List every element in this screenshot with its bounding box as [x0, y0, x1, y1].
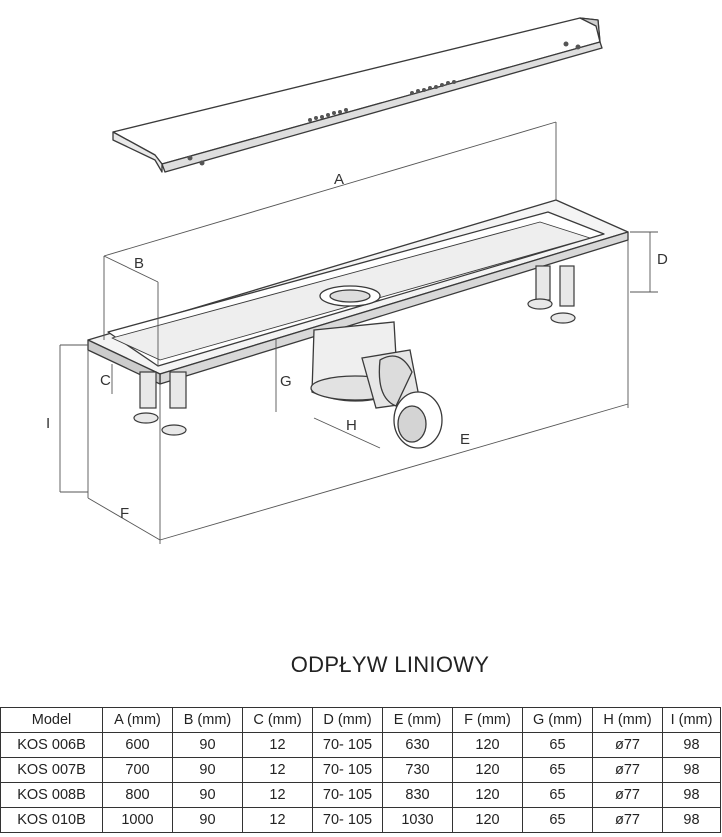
table-cell: 800 [102, 782, 173, 808]
table-cell: ø77 [592, 807, 663, 833]
table-cell: KOS 006B [0, 732, 103, 758]
table-cell: 730 [382, 757, 453, 783]
table-cell: 700 [102, 757, 173, 783]
table-cell: KOS 008B [0, 782, 103, 808]
table-cell: 90 [172, 732, 243, 758]
table-cell: 98 [662, 732, 721, 758]
technical-drawing: A B C D E F G H I [46, 17, 668, 544]
table-cell: 90 [172, 782, 243, 808]
table-cell: 98 [662, 782, 721, 808]
drain-outlet [310, 285, 443, 449]
table-cell: 1000 [102, 807, 173, 833]
table-cell: 98 [662, 757, 721, 783]
header-cell: G (mm) [522, 707, 593, 733]
table-cell: KOS 010B [0, 807, 103, 833]
header-cell: C (mm) [242, 707, 313, 733]
specification-table: Model A (mm) B (mm) C (mm) D (mm) E (mm)… [0, 707, 721, 833]
header-cell: F (mm) [452, 707, 523, 733]
table-cell: 12 [242, 757, 313, 783]
dim-label-g: G [280, 373, 292, 390]
table-cell: 120 [452, 807, 523, 833]
table-cell: 70- 105 [312, 732, 383, 758]
page-title: ODPŁYW LINIOWY [290, 652, 490, 677]
dimension-lines [59, 121, 658, 544]
dim-label-i: I [46, 415, 50, 432]
table-cell: 65 [522, 782, 593, 808]
table-cell: 90 [172, 807, 243, 833]
table-cell: 1030 [382, 807, 453, 833]
header-cell: E (mm) [382, 707, 453, 733]
table-cell: 630 [382, 732, 453, 758]
table-cell: 120 [452, 782, 523, 808]
table-cell: 120 [452, 757, 523, 783]
header-cell: A (mm) [102, 707, 173, 733]
table-row: KOS 008B 800 90 12 70- 105 830 120 65 ø7… [0, 782, 721, 808]
table-cell: 65 [522, 732, 593, 758]
table-cell: 70- 105 [312, 782, 383, 808]
table-row: KOS 010B 1000 90 12 70- 105 1030 120 65 … [0, 807, 721, 833]
header-cell: B (mm) [172, 707, 243, 733]
table-header-row: Model A (mm) B (mm) C (mm) D (mm) E (mm)… [0, 707, 721, 733]
table-cell: KOS 007B [0, 757, 103, 783]
dim-label-d: D [657, 251, 668, 268]
adjustable-feet [133, 265, 576, 436]
dim-label-c: C [100, 372, 111, 389]
dim-label-a: A [334, 171, 344, 188]
table-cell: 12 [242, 732, 313, 758]
table-cell: ø77 [592, 757, 663, 783]
table-cell: 70- 105 [312, 757, 383, 783]
table-cell: 600 [102, 732, 173, 758]
table-cell: 90 [172, 757, 243, 783]
table-cell: 65 [522, 807, 593, 833]
grate-holes [187, 41, 581, 166]
table-row: KOS 007B 700 90 12 70- 105 730 120 65 ø7… [0, 757, 721, 783]
table-cell: 830 [382, 782, 453, 808]
table-cell: 98 [662, 807, 721, 833]
table-cell: 65 [522, 757, 593, 783]
header-cell: D (mm) [312, 707, 383, 733]
table-cell: ø77 [592, 732, 663, 758]
table-cell: 12 [242, 782, 313, 808]
header-cell: H (mm) [592, 707, 663, 733]
header-cell: I (mm) [662, 707, 721, 733]
table-cell: 70- 105 [312, 807, 383, 833]
dim-label-f: F [120, 505, 129, 522]
table-cell: ø77 [592, 782, 663, 808]
dim-label-b: B [134, 255, 144, 272]
dim-label-e: E [460, 431, 470, 448]
table-cell: 120 [452, 732, 523, 758]
table-row: KOS 006B 600 90 12 70- 105 630 120 65 ø7… [0, 732, 721, 758]
header-cell: Model [0, 707, 103, 733]
table-cell: 12 [242, 807, 313, 833]
dim-label-h: H [346, 417, 357, 434]
grate-cover [112, 17, 603, 173]
